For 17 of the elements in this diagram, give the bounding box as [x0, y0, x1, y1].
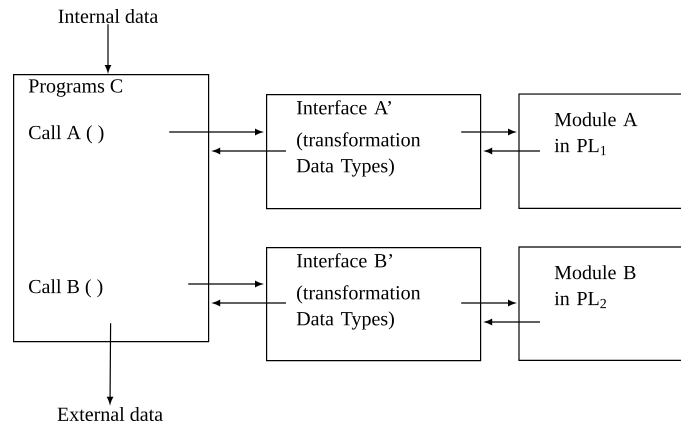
arrow	[461, 128, 516, 136]
text-label: External data	[58, 406, 163, 422]
arrow	[213, 148, 286, 154]
arrow	[107, 323, 114, 404]
arrow	[484, 148, 540, 154]
arrow	[169, 128, 262, 136]
arrow	[104, 24, 112, 72]
arrow	[213, 300, 286, 306]
module-box: Module A in PL$_{1}$	[518, 93, 681, 209]
arrow	[484, 318, 540, 326]
arrow	[188, 280, 262, 288]
arrow	[461, 300, 516, 306]
text-label: Internal data	[58, 8, 158, 24]
program-box: Programs C Call A ( ) Call B ( )	[13, 74, 210, 342]
module-box: Module B in PL$_{2}$	[518, 246, 681, 361]
interface-box: Interface B’ (transformation Data Types)	[266, 247, 482, 362]
interface-box: Interface A’ (transformation Data Types)	[266, 94, 482, 210]
